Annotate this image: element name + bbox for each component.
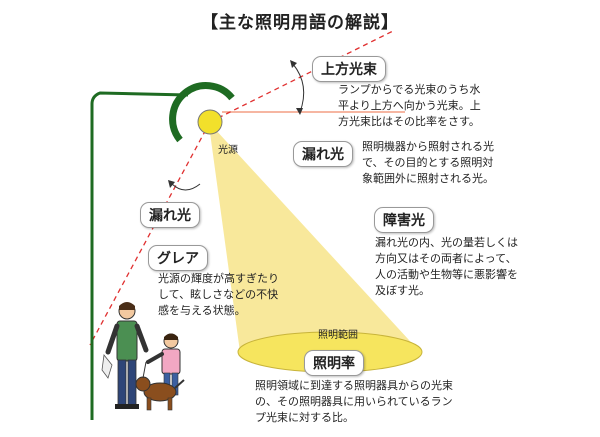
light-cone — [208, 118, 420, 352]
illumination-area-label: 照明範囲 — [318, 330, 358, 341]
glare-desc: 光源の輝度が高すぎたり して、眩しさなどの不快 感を与える状態。 — [158, 272, 279, 317]
upward-flux-label: 上方光束 — [312, 56, 386, 82]
person-figure — [101, 302, 149, 409]
arc-arrow-bottom — [296, 108, 303, 115]
upward-flux-desc: ランプからでる光束のうち水 平より上方へ向かう光束。上 方光束比はその比率をさす… — [338, 83, 481, 128]
arc-arrow-top — [290, 60, 297, 68]
obtrusive-light-desc: 漏れ光の内、光の量若しくは 方向又はその両者によって、 人の活動や生物等に悪影響… — [375, 236, 518, 297]
glare-label: グレア — [148, 245, 208, 271]
lamp-housing — [169, 82, 235, 143]
obtrusive-light-label: 障害光 — [374, 207, 434, 233]
downward-angle-arc — [171, 183, 201, 191]
upward-dashed-line — [209, 29, 396, 123]
street-light-pole — [90, 91, 189, 420]
upward-angle-arc — [292, 63, 305, 113]
arc-arrow-left — [168, 180, 175, 188]
diagram-title: 【主な照明用語の解説】 — [201, 13, 399, 33]
dog-figure — [135, 361, 185, 411]
spill-light-right-label: 漏れ光 — [293, 141, 353, 167]
spill-light-right-desc: 照明機器から照射される光 で、その目的とする照明対 象範囲外に照射される光。 — [362, 140, 494, 185]
lamp-icon — [197, 109, 223, 135]
utilization-factor-label: 照明率 — [304, 350, 364, 376]
downward-dashed-line — [89, 121, 211, 346]
spill-light-left-label: 漏れ光 — [140, 202, 200, 228]
utilization-factor-desc: 照明領域に到達する照明器具からの光束 の、その照明器具に用いられているラン プ光… — [255, 379, 453, 424]
light-source-label: 光源 — [218, 145, 238, 156]
